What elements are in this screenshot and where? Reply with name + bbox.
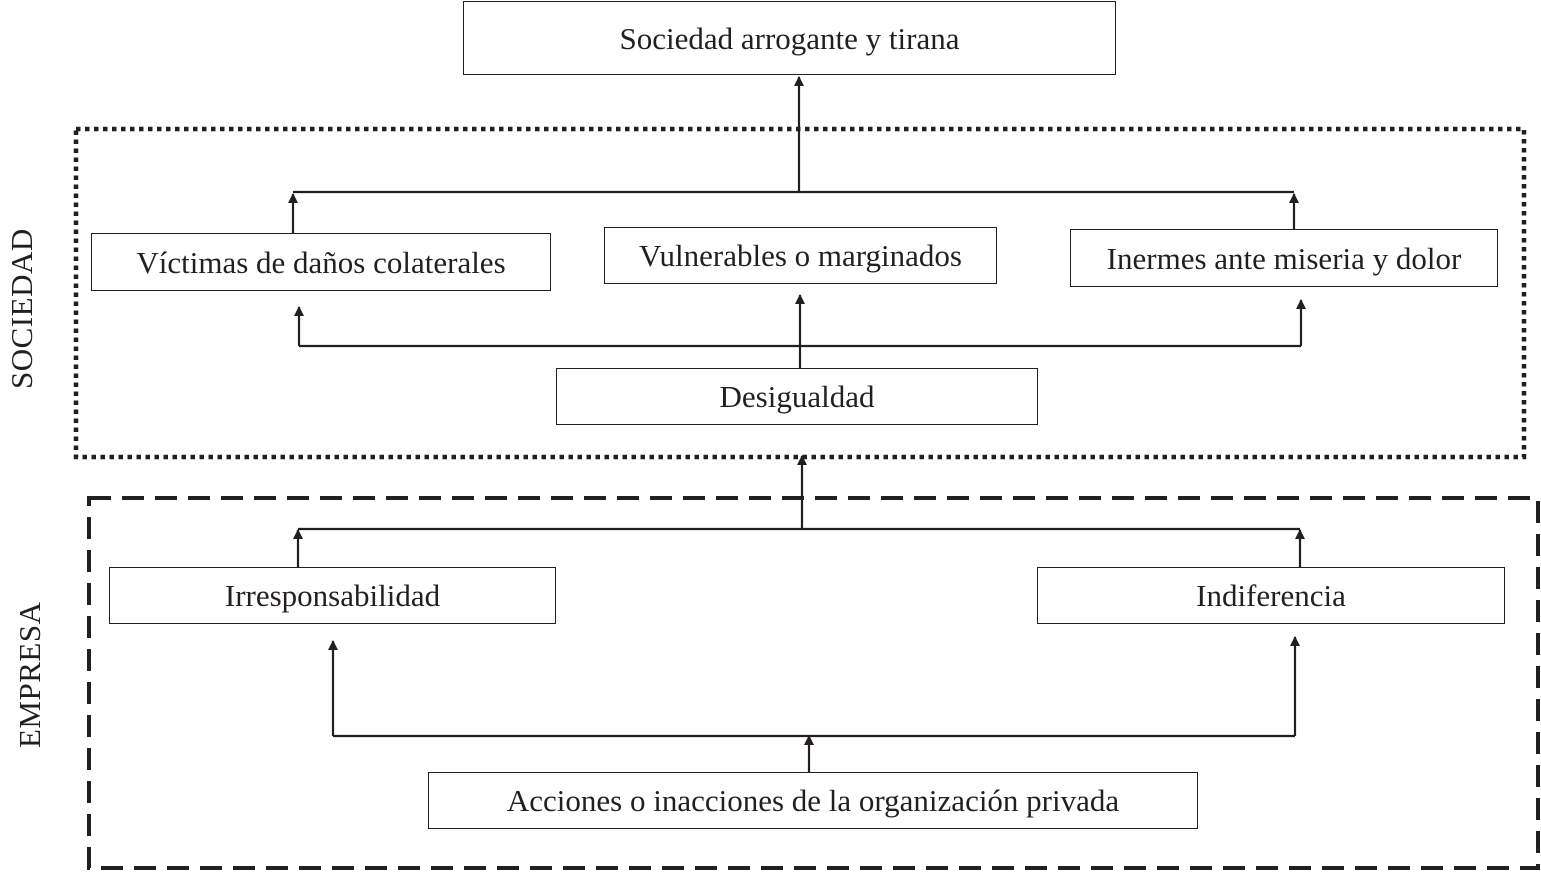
node-acciones-label: Acciones o inacciones de la organización…	[506, 783, 1120, 818]
node-sociedad-arrogante: Sociedad arrogante y tirana	[463, 1, 1116, 75]
node-inermes-label: Inermes ante miseria y dolor	[1106, 240, 1462, 276]
node-inermes: Inermes ante miseria y dolor	[1070, 229, 1498, 287]
node-desigualdad: Desigualdad	[556, 368, 1038, 425]
node-acciones: Acciones o inacciones de la organización…	[428, 772, 1198, 829]
node-irresponsabilidad-label: Irresponsabilidad	[224, 578, 441, 613]
empresa-region-frame	[87, 496, 1540, 870]
node-sociedad-arrogante-label: Sociedad arrogante y tirana	[619, 20, 960, 56]
node-victimas-label: Víctimas de daños colaterales	[136, 244, 506, 280]
sociedad-region-label: SOCIEDAD	[4, 228, 39, 389]
node-vulnerables-label: Vulnerables o marginados	[639, 238, 962, 273]
empresa-region-label: EMPRESA	[12, 601, 47, 748]
node-indiferencia-label: Indiferencia	[1196, 578, 1346, 613]
node-irresponsabilidad: Irresponsabilidad	[109, 567, 556, 624]
node-vulnerables: Vulnerables o marginados	[604, 227, 997, 284]
node-indiferencia: Indiferencia	[1037, 567, 1505, 624]
node-desigualdad-label: Desigualdad	[719, 379, 875, 414]
node-victimas: Víctimas de daños colaterales	[91, 233, 551, 291]
